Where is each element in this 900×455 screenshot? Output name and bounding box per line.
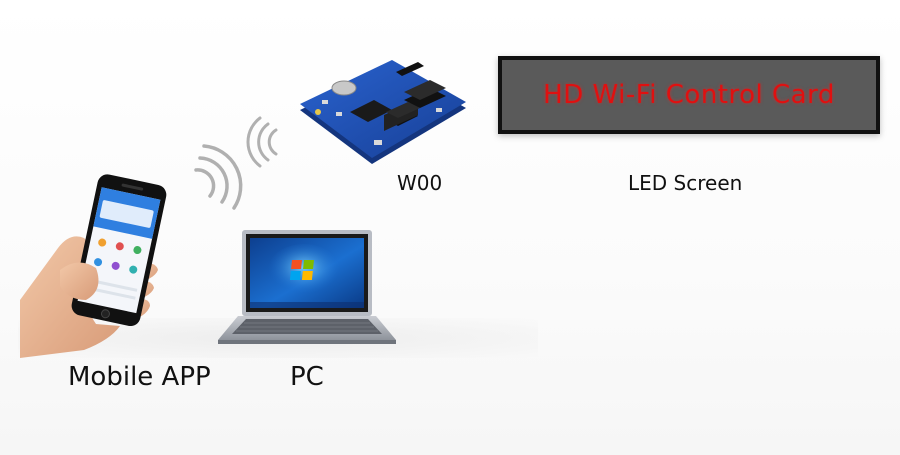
wifi-signal-icon [194,144,243,210]
led-screen: HD Wi-Fi Control Card [498,56,880,134]
laptop-pc [218,230,396,344]
pc-label: PC [290,362,324,392]
led-screen-panel: HD Wi-Fi Control Card [502,60,876,130]
wifi-signal-icon [246,116,278,168]
control-board-w00 [300,60,466,164]
led-screen-label: LED Screen [628,171,743,195]
mobile-phone-in-hand [20,174,167,358]
mobile-app-label: Mobile APP [68,362,211,392]
windows-logo-icon [289,260,314,280]
led-screen-text: HD Wi-Fi Control Card [543,80,835,110]
controller-label: W00 [397,171,443,195]
